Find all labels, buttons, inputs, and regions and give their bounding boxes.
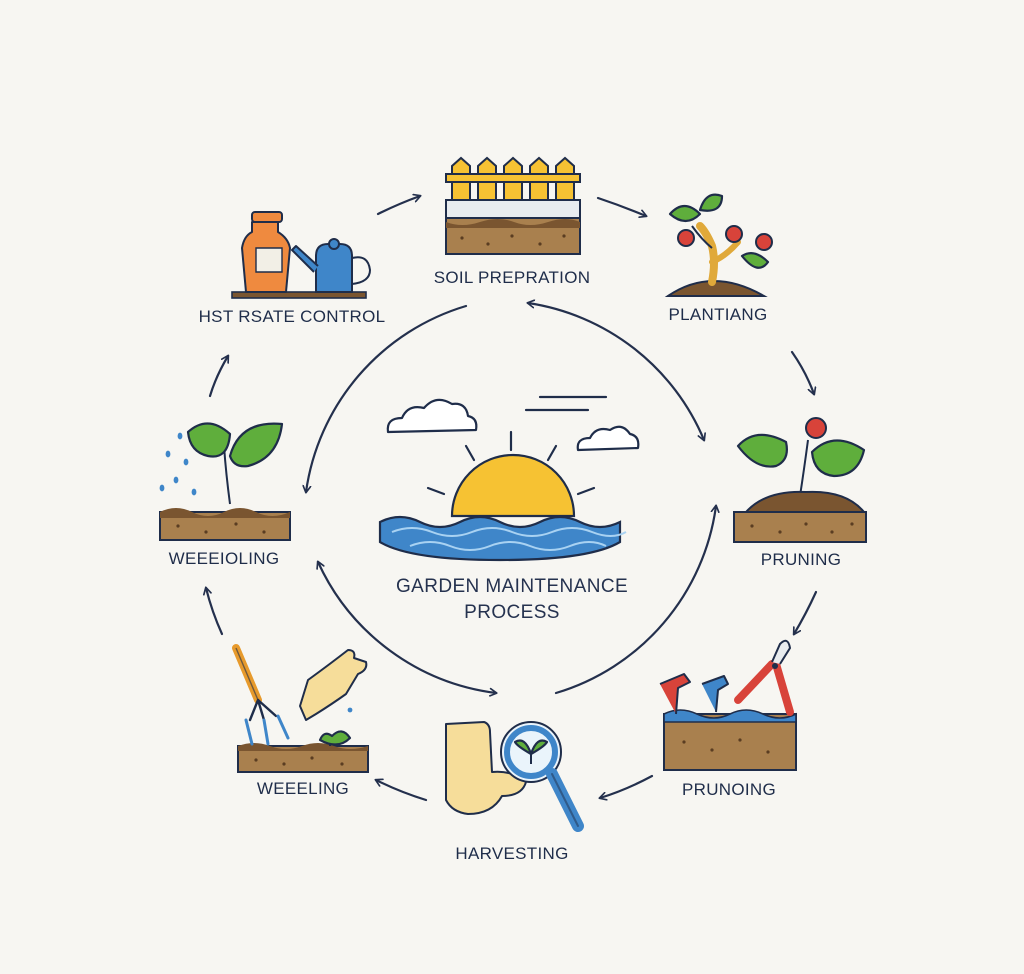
step-label-planting: PLANTIANG (668, 305, 767, 324)
arrow-planting-to-pruning (790, 350, 814, 394)
hand-magnifier-icon (445, 721, 584, 832)
fertilizer-watering-can-icon (231, 211, 372, 299)
step-weeding-watering: WEEEIOLING (159, 422, 291, 568)
step-label-weeding: WEEELING (257, 779, 349, 798)
pruning-shears-icon (659, 639, 797, 771)
arrow-pest-to-soil (376, 196, 420, 216)
step-pruning-bottom: PRUNOING (659, 639, 797, 799)
step-pruning-top: PRUNING (733, 417, 867, 569)
inner-arrow-left-top (306, 304, 468, 492)
step-label-harvesting: HARVESTING (455, 844, 568, 863)
step-pest-control: HST RSATE CONTROL (199, 211, 386, 326)
arrow-weeding-to-weeding (206, 588, 224, 636)
step-label-pruning-top: PRUNING (761, 550, 842, 569)
step-weeding: WEEELING (232, 644, 369, 798)
diagram-title-line1: GARDEN MAINTENANCE (396, 576, 628, 597)
step-soil-preparation: SOIL PREPRATION (434, 156, 591, 287)
arrow-harvesting-to-weeding (376, 780, 428, 802)
arrow-pruning-to-pruning (794, 590, 818, 634)
arrow-pruning-to-harvesting (600, 774, 654, 798)
watered-sprout-icon (159, 422, 291, 541)
fence-soil-icon (445, 156, 581, 255)
arrow-soil-to-planting (596, 196, 646, 216)
step-label-pruning-bottom: PRUNOING (682, 780, 776, 799)
step-planting: PLANTIANG (664, 193, 773, 324)
step-label-weeding-watering: WEEEIOLING (169, 549, 280, 568)
fruit-sapling-icon (664, 193, 773, 297)
inner-arrow-right-top (528, 303, 704, 440)
plant-soil-icon (733, 417, 867, 543)
sunrise-over-water-icon (378, 395, 640, 562)
arrow-weeding-to-pest (208, 356, 228, 398)
step-label-pest-control: HST RSATE CONTROL (199, 307, 386, 326)
inner-arrow-left-bottom (318, 562, 496, 693)
diagram-title-line2: PROCESS (464, 602, 560, 623)
garden-fork-icon (232, 644, 369, 773)
step-harvesting: HARVESTING (445, 721, 584, 863)
inner-arrow-right-bottom (554, 504, 718, 695)
step-label-soil-preparation: SOIL PREPRATION (434, 268, 591, 287)
